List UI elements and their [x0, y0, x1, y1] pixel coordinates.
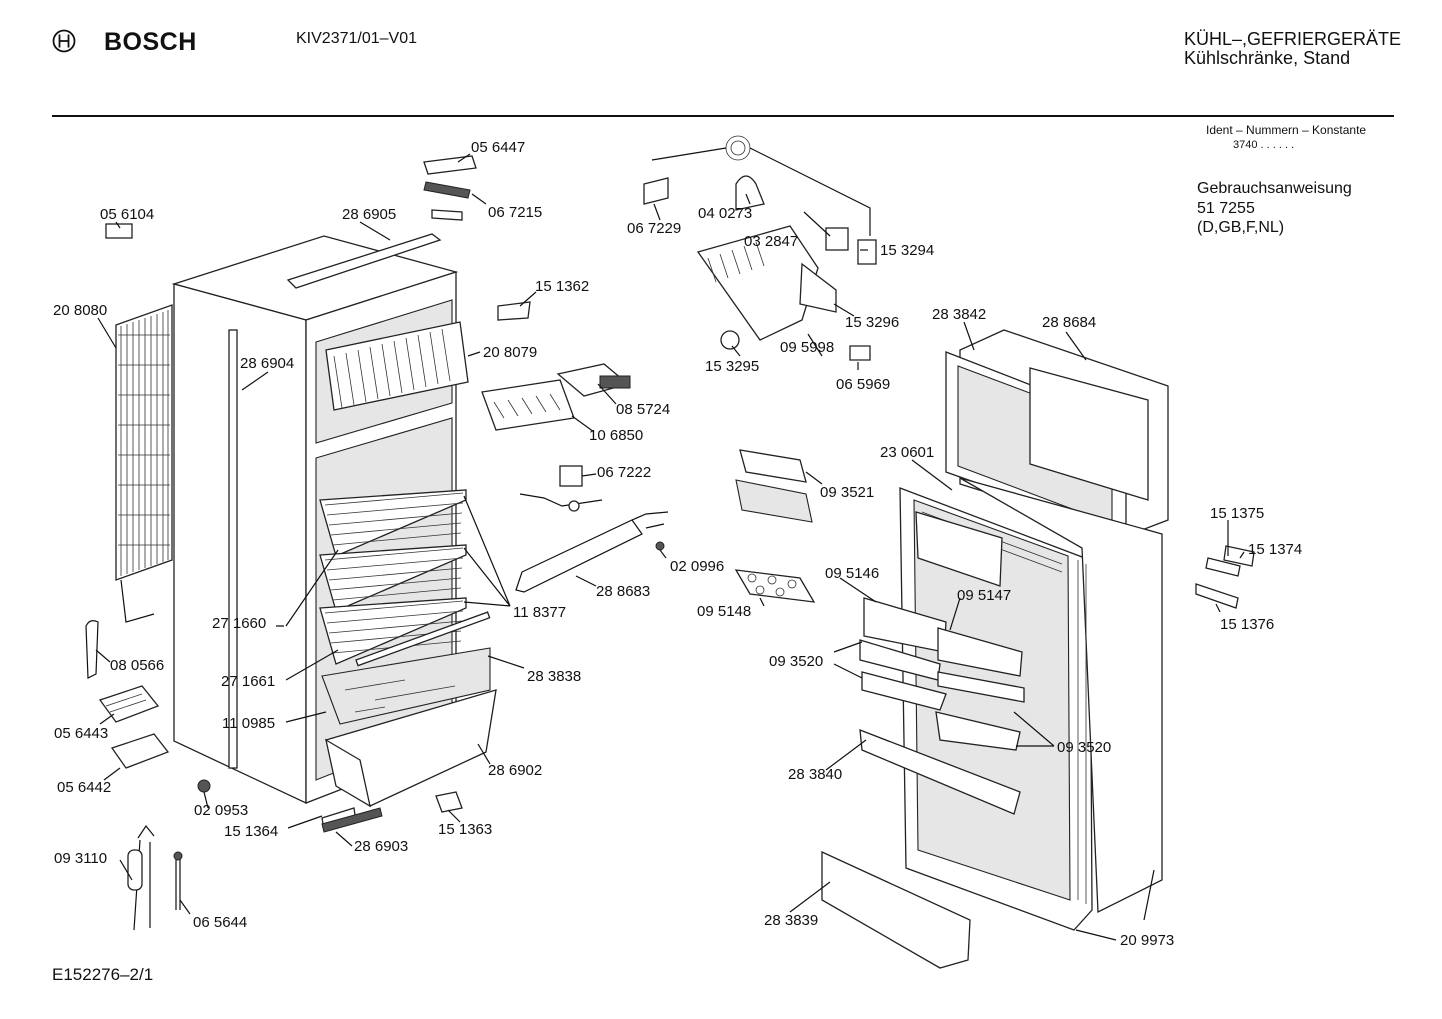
part-labels: 05 6447 06 7215 05 6104 28 6905 20 8080 …	[53, 139, 1302, 949]
freezer-parts-drawing	[105, 155, 669, 593]
right-parts-drawing	[1195, 545, 1255, 609]
condenser-drawing	[115, 304, 173, 623]
part-label-28-3839: 28 3839	[764, 912, 818, 929]
part-label-28-8684: 28 8684	[1042, 314, 1096, 331]
part-label-09-3520-right: 09 3520	[1057, 739, 1111, 756]
part-label-05-6447: 05 6447	[471, 139, 525, 156]
manual-languages: (D,GB,F,NL)	[1197, 219, 1285, 236]
part-label-03-2847: 03 2847	[744, 233, 798, 250]
part-label-08-0566: 08 0566	[110, 657, 164, 674]
category-title: KÜHL–,GEFRIERGERÄTE	[1184, 29, 1402, 49]
part-label-05-6442: 05 6442	[57, 779, 111, 796]
part-label-11-8377: 11 8377	[513, 604, 566, 621]
leader-lines	[95, 153, 1245, 941]
diagram-artwork	[85, 135, 1255, 969]
thermostat-group-drawing	[643, 135, 877, 361]
ident-label: Ident – Nummern – Konstante	[1206, 123, 1367, 137]
part-label-06-7222: 06 7222	[597, 464, 651, 481]
part-label-09-3110: 09 3110	[54, 850, 107, 867]
part-label-02-0953: 02 0953	[194, 802, 248, 819]
part-label-27-1661: 27 1661	[221, 673, 275, 690]
part-label-09-5148: 09 5148	[697, 603, 751, 620]
part-label-28-6903: 28 6903	[354, 838, 408, 855]
part-label-04-0273: 04 0273	[698, 205, 752, 222]
part-label-15-3296: 15 3296	[845, 314, 899, 331]
part-label-20-8079: 20 8079	[483, 344, 537, 361]
part-label-27-1660: 27 1660	[212, 615, 266, 632]
part-label-28-3838: 28 3838	[527, 668, 581, 685]
part-label-23-0601: 23 0601	[880, 444, 934, 461]
part-label-28-3842: 28 3842	[932, 306, 986, 323]
part-label-28-6905: 28 6905	[342, 206, 396, 223]
part-label-28-6904: 28 6904	[240, 355, 294, 372]
part-label-15-1363: 15 1363	[438, 821, 492, 838]
part-label-20-8080: 20 8080	[53, 302, 107, 319]
part-label-15-1364: 15 1364	[224, 823, 278, 840]
part-label-08-5724: 08 5724	[616, 401, 670, 418]
part-label-28-6902: 28 6902	[488, 762, 542, 779]
shelves-drawing	[319, 489, 497, 808]
manual-number: 51 7255	[1197, 200, 1255, 217]
door-shelves-drawing	[734, 449, 1025, 969]
header-divider	[52, 115, 1394, 117]
part-label-10-6850: 10 6850	[589, 427, 643, 444]
part-label-06-7229: 06 7229	[627, 220, 681, 237]
part-label-09-5146: 09 5146	[825, 565, 879, 582]
category-subtitle: Kühlschränke, Stand	[1184, 48, 1351, 68]
part-label-15-3294: 15 3294	[880, 242, 934, 259]
part-label-20-9973: 20 9973	[1120, 932, 1174, 949]
document-code: E152276–2/1	[52, 965, 154, 984]
part-label-09-3521: 09 3521	[820, 484, 874, 501]
part-label-05-6104: 05 6104	[100, 206, 154, 223]
model-number: KIV2371/01–V01	[296, 30, 417, 47]
part-label-15-1374: 15 1374	[1248, 541, 1302, 558]
doors-drawing	[899, 329, 1169, 931]
part-label-06-7215: 06 7215	[488, 204, 542, 221]
part-label-28-3840: 28 3840	[788, 766, 842, 783]
part-label-06-5969: 06 5969	[836, 376, 890, 393]
brand-name: BOSCH	[104, 28, 197, 56]
ident-value: 3740 . . . . . .	[1233, 139, 1295, 151]
part-label-28-8683: 28 8683	[596, 583, 650, 600]
part-label-09-3520-left: 09 3520	[769, 653, 823, 670]
bosch-logo-icon	[52, 29, 76, 53]
part-label-02-0996: 02 0996	[670, 558, 724, 575]
small-parts-drawing	[85, 620, 463, 931]
part-label-06-5644: 06 5644	[193, 914, 247, 931]
part-label-09-5147: 09 5147	[957, 587, 1011, 604]
part-label-05-6443: 05 6443	[54, 725, 108, 742]
part-label-15-3295: 15 3295	[705, 358, 759, 375]
part-label-09-5998: 09 5998	[780, 339, 834, 356]
part-label-15-1362: 15 1362	[535, 278, 589, 295]
manual-label: Gebrauchsanweisung	[1197, 180, 1352, 197]
part-label-15-1375: 15 1375	[1210, 505, 1264, 522]
part-label-11-0985: 11 0985	[222, 715, 275, 732]
part-label-15-1376: 15 1376	[1220, 616, 1274, 633]
